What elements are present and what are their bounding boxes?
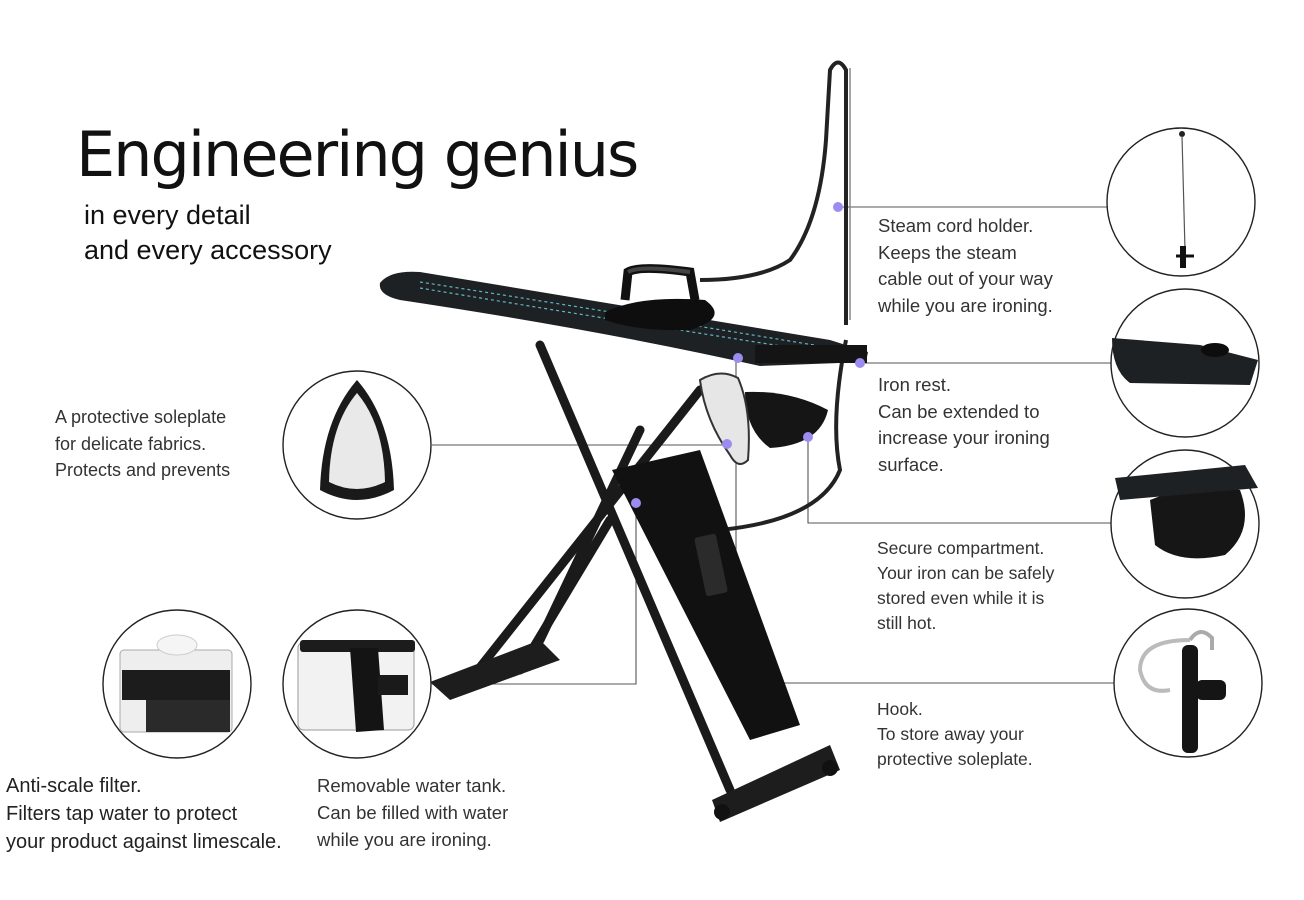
callout-line: Filters tap water to protect <box>6 803 238 825</box>
steam-iron <box>605 264 715 331</box>
callout-line: Iron rest. <box>878 374 951 395</box>
callout-water-tank: Removable water tank. Can be filled with… <box>317 772 508 853</box>
callout-line: Keeps the steam <box>878 241 1017 263</box>
subtitle-line: in every detail <box>84 200 251 230</box>
callout-line: Steam cord holder. <box>878 215 1034 236</box>
subtitle-line: and every accessory <box>84 235 332 265</box>
wheel <box>822 760 838 776</box>
detail-circle-steam-cord-holder <box>1106 127 1256 277</box>
page-subtitle: in every detail and every accessory <box>84 198 332 268</box>
callout-line: To store away your <box>877 724 1024 744</box>
detail-circle-hook <box>1113 608 1263 758</box>
detail-circle-secure-compartment <box>1110 449 1260 599</box>
callout-line: protective soleplate. <box>877 749 1033 769</box>
callout-line: Can be filled with water <box>317 802 509 823</box>
callout-line: stored even while it is <box>877 588 1045 608</box>
callout-line: Secure compartment. <box>877 538 1045 558</box>
marker-hook <box>733 353 743 363</box>
board-foot-rest <box>430 640 560 700</box>
callout-anti-scale-filter: Anti-scale filter. Filters tap water to … <box>6 772 282 856</box>
detail-circle-soleplate <box>282 370 432 520</box>
protective-soleplate <box>698 372 750 465</box>
marker-steam-cord-holder <box>833 202 843 212</box>
steam-generator <box>612 450 800 740</box>
callout-line: Hook. <box>877 699 923 719</box>
callout-line: Can be extended to <box>878 400 1040 422</box>
callout-line: A protective soleplate <box>55 407 227 427</box>
callout-protective-soleplate: A protective soleplate for delicate fabr… <box>55 404 230 484</box>
callout-line: for delicate fabrics. <box>55 433 207 454</box>
detail-circle-water-tank <box>282 609 432 759</box>
callout-line: Removable water tank. <box>317 775 507 796</box>
callout-iron-rest: Iron rest. Can be extended to increase y… <box>878 372 1050 478</box>
board-base <box>712 745 840 822</box>
detail-circle-anti-scale-filter <box>102 609 252 759</box>
callout-line: Anti-scale filter. <box>6 775 142 797</box>
secure-compartment <box>745 391 828 448</box>
marker-secure-compartment <box>803 432 813 442</box>
steam-cord-holder <box>699 60 851 532</box>
callout-line: still hot. <box>877 613 937 633</box>
callout-line: increase your ironing <box>878 427 1050 448</box>
callout-hook: Hook. To store away your protective sole… <box>877 697 1033 772</box>
callout-line: Protects and prevents <box>55 460 231 480</box>
marker-soleplate <box>722 439 732 449</box>
marker-water-tank <box>631 498 641 508</box>
callout-line: while you are ironing. <box>317 829 492 850</box>
control-panel <box>694 533 728 597</box>
marker-iron-rest <box>855 358 865 368</box>
callout-line: while you are ironing. <box>878 294 1053 316</box>
detail-circle-iron-rest <box>1110 288 1260 438</box>
callout-line: cable out of your way <box>878 268 1053 289</box>
callout-secure-compartment: Secure compartment. Your iron can be saf… <box>877 536 1054 636</box>
callout-line: surface. <box>878 453 944 475</box>
marker-dots <box>631 202 865 508</box>
callout-line: your product against limescale. <box>6 831 282 853</box>
callout-steam-cord-holder: Steam cord holder. Keeps the steam cable… <box>878 213 1053 319</box>
callout-line: Your iron can be safely <box>877 563 1055 583</box>
wheel <box>714 804 730 820</box>
page-title: Engineering genius <box>76 118 639 191</box>
